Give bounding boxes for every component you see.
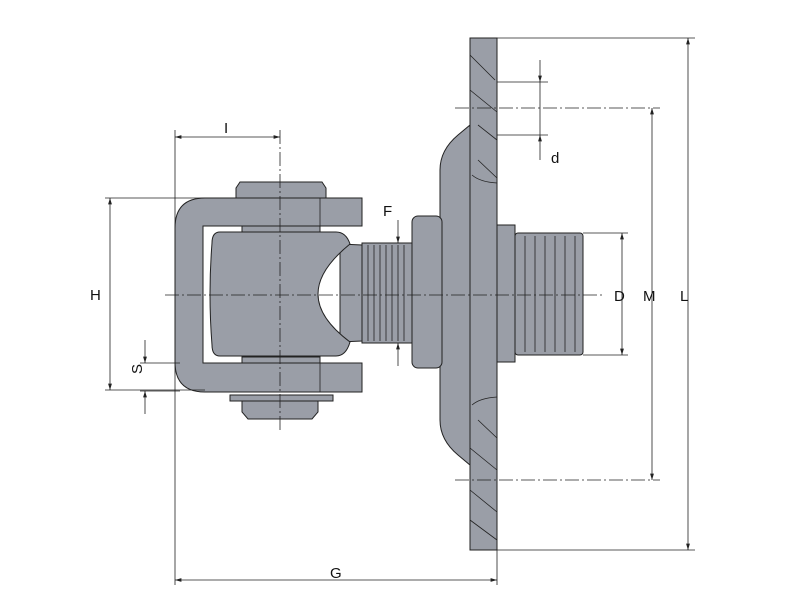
hinge-knuckle <box>209 231 363 357</box>
mounting-plate <box>439 37 498 551</box>
thread-left <box>361 242 413 344</box>
dim-label-d: d <box>551 150 559 167</box>
hinge-pin <box>229 181 334 420</box>
dim-label-D: D <box>614 288 625 305</box>
dim-label-I: I <box>224 120 228 137</box>
dim-label-G: G <box>330 565 342 582</box>
dim-label-S: S <box>129 364 146 374</box>
hub <box>411 215 443 369</box>
dim-label-M: M <box>643 288 656 305</box>
stirrup <box>174 197 363 393</box>
thread-right <box>514 232 584 356</box>
dim-label-F: F <box>383 203 392 220</box>
dim-label-L: L <box>680 288 688 305</box>
rear-hub <box>496 224 516 363</box>
dim-label-H: H <box>90 287 101 304</box>
